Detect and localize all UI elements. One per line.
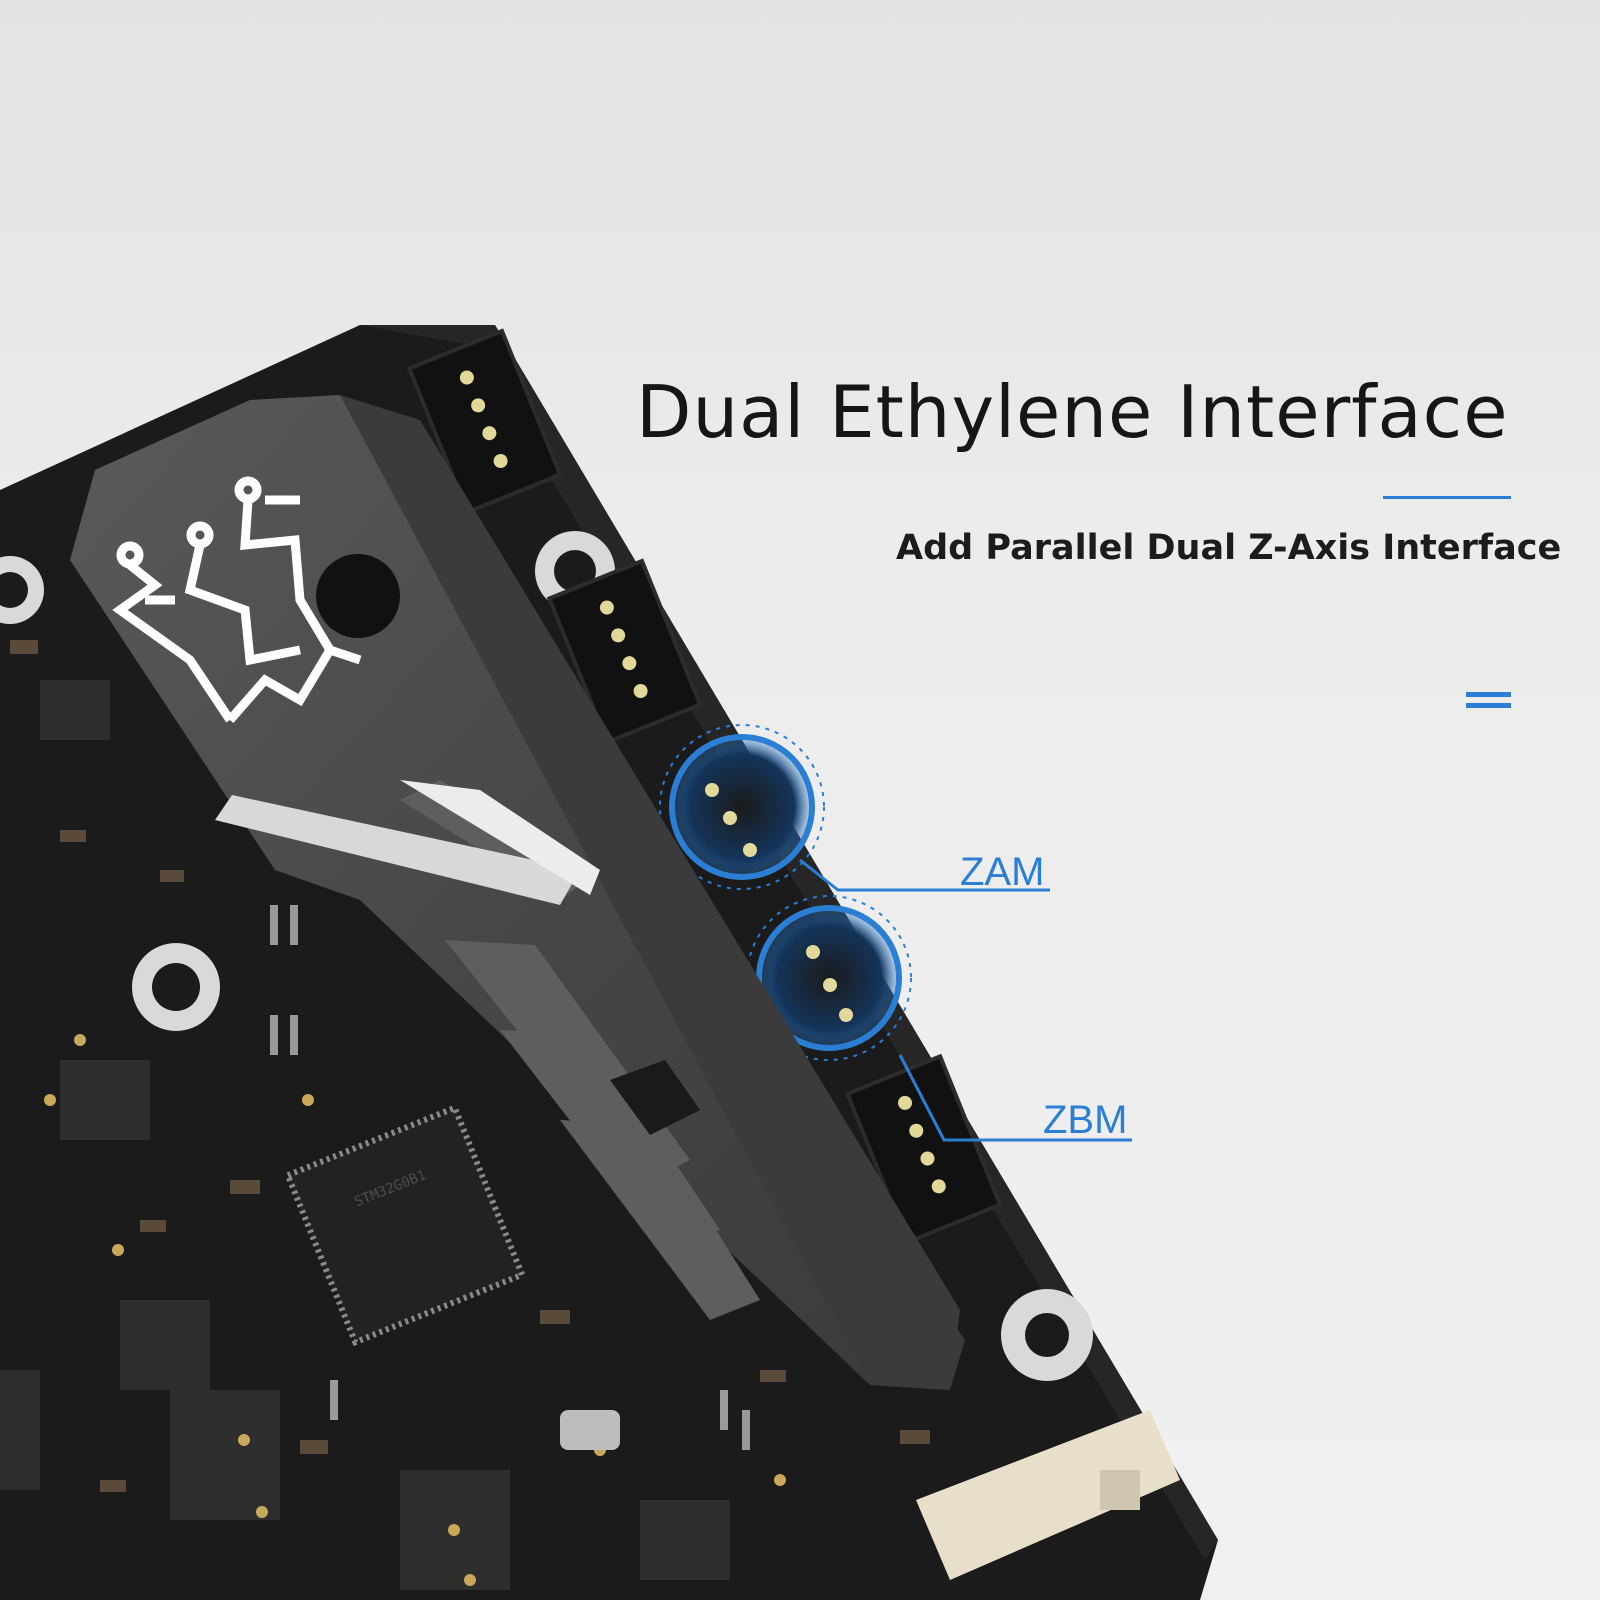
zam-label: ZAM — [960, 850, 1045, 894]
wire-connector — [916, 1410, 1180, 1580]
zbm-label: ZBM — [1043, 1098, 1128, 1142]
connector-column — [406, 328, 1003, 1245]
headline: Dual Ethylene Interface — [636, 370, 1509, 454]
zam-connector-highlight — [659, 724, 825, 890]
callout-lines — [799, 858, 1132, 1142]
heatsink — [70, 395, 965, 1390]
zbm-connector-highlight — [746, 895, 912, 1061]
subheadline: Add Parallel Dual Z-Axis Interface — [896, 528, 1562, 568]
accent-rule — [1383, 496, 1511, 499]
microcontroller-chip: STM32G0B1 — [283, 1103, 527, 1347]
menu-icon — [1466, 692, 1511, 714]
logo-tree-icon — [112, 476, 362, 723]
